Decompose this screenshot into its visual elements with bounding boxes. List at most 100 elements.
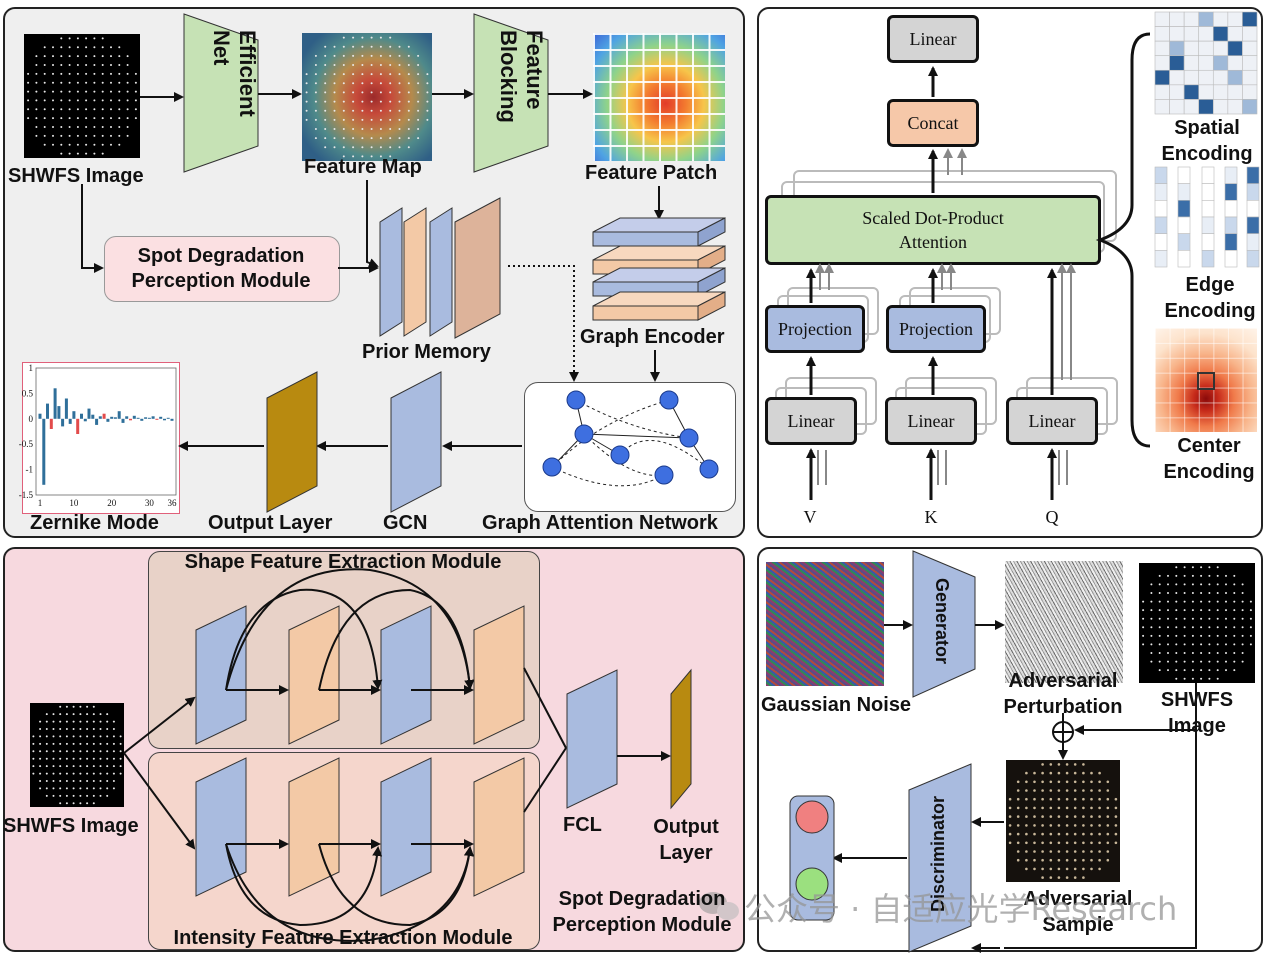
zernike-bar xyxy=(113,417,117,419)
spot-dot xyxy=(398,109,401,112)
spot-dot xyxy=(1065,858,1069,862)
spot-dot xyxy=(370,91,373,94)
spot-dot xyxy=(35,72,38,75)
spatial-encoding-cell xyxy=(1227,26,1243,42)
spot-dot xyxy=(27,117,30,120)
spot-dot xyxy=(1082,806,1085,810)
edge-encoding-cell xyxy=(1201,166,1215,184)
spot-dot xyxy=(333,73,336,76)
spot-dot xyxy=(99,735,102,738)
spot-dot xyxy=(1191,660,1194,663)
spot-dot xyxy=(1175,574,1178,577)
spot-dot xyxy=(314,54,317,57)
spot-dot xyxy=(1082,867,1085,871)
spot-dot xyxy=(398,73,401,76)
zernike-bar xyxy=(155,418,159,420)
spot-dot xyxy=(1049,858,1053,862)
spot-dot xyxy=(1098,780,1101,784)
spot-dot xyxy=(72,772,75,775)
intensity-module-label: Intensity Feature Extraction Module xyxy=(173,927,513,949)
spot-dot xyxy=(1241,643,1244,646)
zernike-bar xyxy=(68,418,72,424)
spot-dot xyxy=(1241,626,1244,629)
spot-dot xyxy=(1175,634,1178,637)
spot-dot xyxy=(305,91,308,94)
spot-dot xyxy=(92,780,95,782)
spot-dot xyxy=(101,90,104,93)
spot-dot xyxy=(1183,669,1186,672)
panel-b-arrows xyxy=(806,66,1057,500)
spot-dot xyxy=(1183,609,1186,612)
adversarial-perturbation-image xyxy=(1005,561,1123,683)
spot-dot xyxy=(39,728,42,730)
spot-dot xyxy=(1098,797,1101,801)
spot-dot xyxy=(342,146,345,149)
spot-dot xyxy=(1216,677,1219,680)
spatial-encoding-cell xyxy=(1227,69,1243,86)
spot-dot xyxy=(1175,652,1178,654)
spot-dot xyxy=(324,64,327,66)
edge-encoding-cell xyxy=(1201,200,1215,218)
spot-dot xyxy=(333,82,336,85)
spot-dot xyxy=(389,155,392,158)
spot-dot xyxy=(1098,771,1101,775)
spot-dot xyxy=(45,757,48,760)
edge-encoding-cell xyxy=(1224,183,1238,201)
spatial-encoding-cell xyxy=(1227,84,1243,100)
spot-dot xyxy=(79,750,82,753)
spot-dot xyxy=(407,64,410,66)
spot-dot xyxy=(1233,652,1236,654)
spot-dot xyxy=(45,780,48,782)
spot-dot xyxy=(379,82,382,85)
spot-dot xyxy=(1025,771,1028,775)
spot-dot xyxy=(370,45,373,48)
spot-dot xyxy=(1233,609,1236,612)
spot-dot xyxy=(417,91,420,94)
spot-dot xyxy=(1191,634,1194,637)
spot-dot xyxy=(1033,850,1036,853)
spot-dot xyxy=(52,55,54,58)
spot-dot xyxy=(361,128,364,130)
spatial-encoding-cell xyxy=(1242,26,1258,42)
spot-dot xyxy=(1233,617,1236,620)
spot-dot xyxy=(72,765,75,768)
spot-dot xyxy=(65,720,68,723)
spot-dot xyxy=(86,794,89,797)
spot-dot xyxy=(35,64,38,66)
spot-dot xyxy=(1082,850,1085,853)
spot-dot xyxy=(324,82,327,85)
spot-dot xyxy=(1216,592,1219,594)
spot-dot xyxy=(93,117,96,120)
zernike-bar xyxy=(129,418,132,421)
spot-dot xyxy=(1200,574,1203,577)
spot-dot xyxy=(79,728,82,730)
zernike-ytick: 0.5 xyxy=(22,388,34,398)
spot-dot xyxy=(52,772,55,775)
spot-dot xyxy=(65,802,68,805)
spot-dot xyxy=(79,787,82,790)
linear-box-k: Linear xyxy=(885,397,977,445)
spot-dot xyxy=(39,772,42,775)
shwfs-dots xyxy=(27,36,1252,879)
spot-dot xyxy=(1106,806,1110,810)
spot-dot xyxy=(134,90,137,93)
spot-dot xyxy=(1090,806,1093,810)
spot-dot xyxy=(1191,609,1194,612)
spot-dot xyxy=(1167,669,1169,672)
spot-dot xyxy=(72,757,75,760)
spot-dot xyxy=(417,128,420,130)
spot-dot xyxy=(1098,841,1101,845)
spot-dot xyxy=(361,45,364,48)
spot-dot xyxy=(314,73,317,76)
spot-dot xyxy=(1082,858,1085,862)
zernike-bar xyxy=(106,418,110,422)
spot-dot xyxy=(126,117,129,120)
spot-dot xyxy=(52,713,55,716)
spot-dot xyxy=(379,146,382,149)
spot-dot xyxy=(370,100,373,103)
spot-dot xyxy=(1057,867,1061,871)
spot-dot xyxy=(342,73,345,76)
spot-dot xyxy=(398,100,401,103)
spot-dot xyxy=(1016,789,1020,792)
